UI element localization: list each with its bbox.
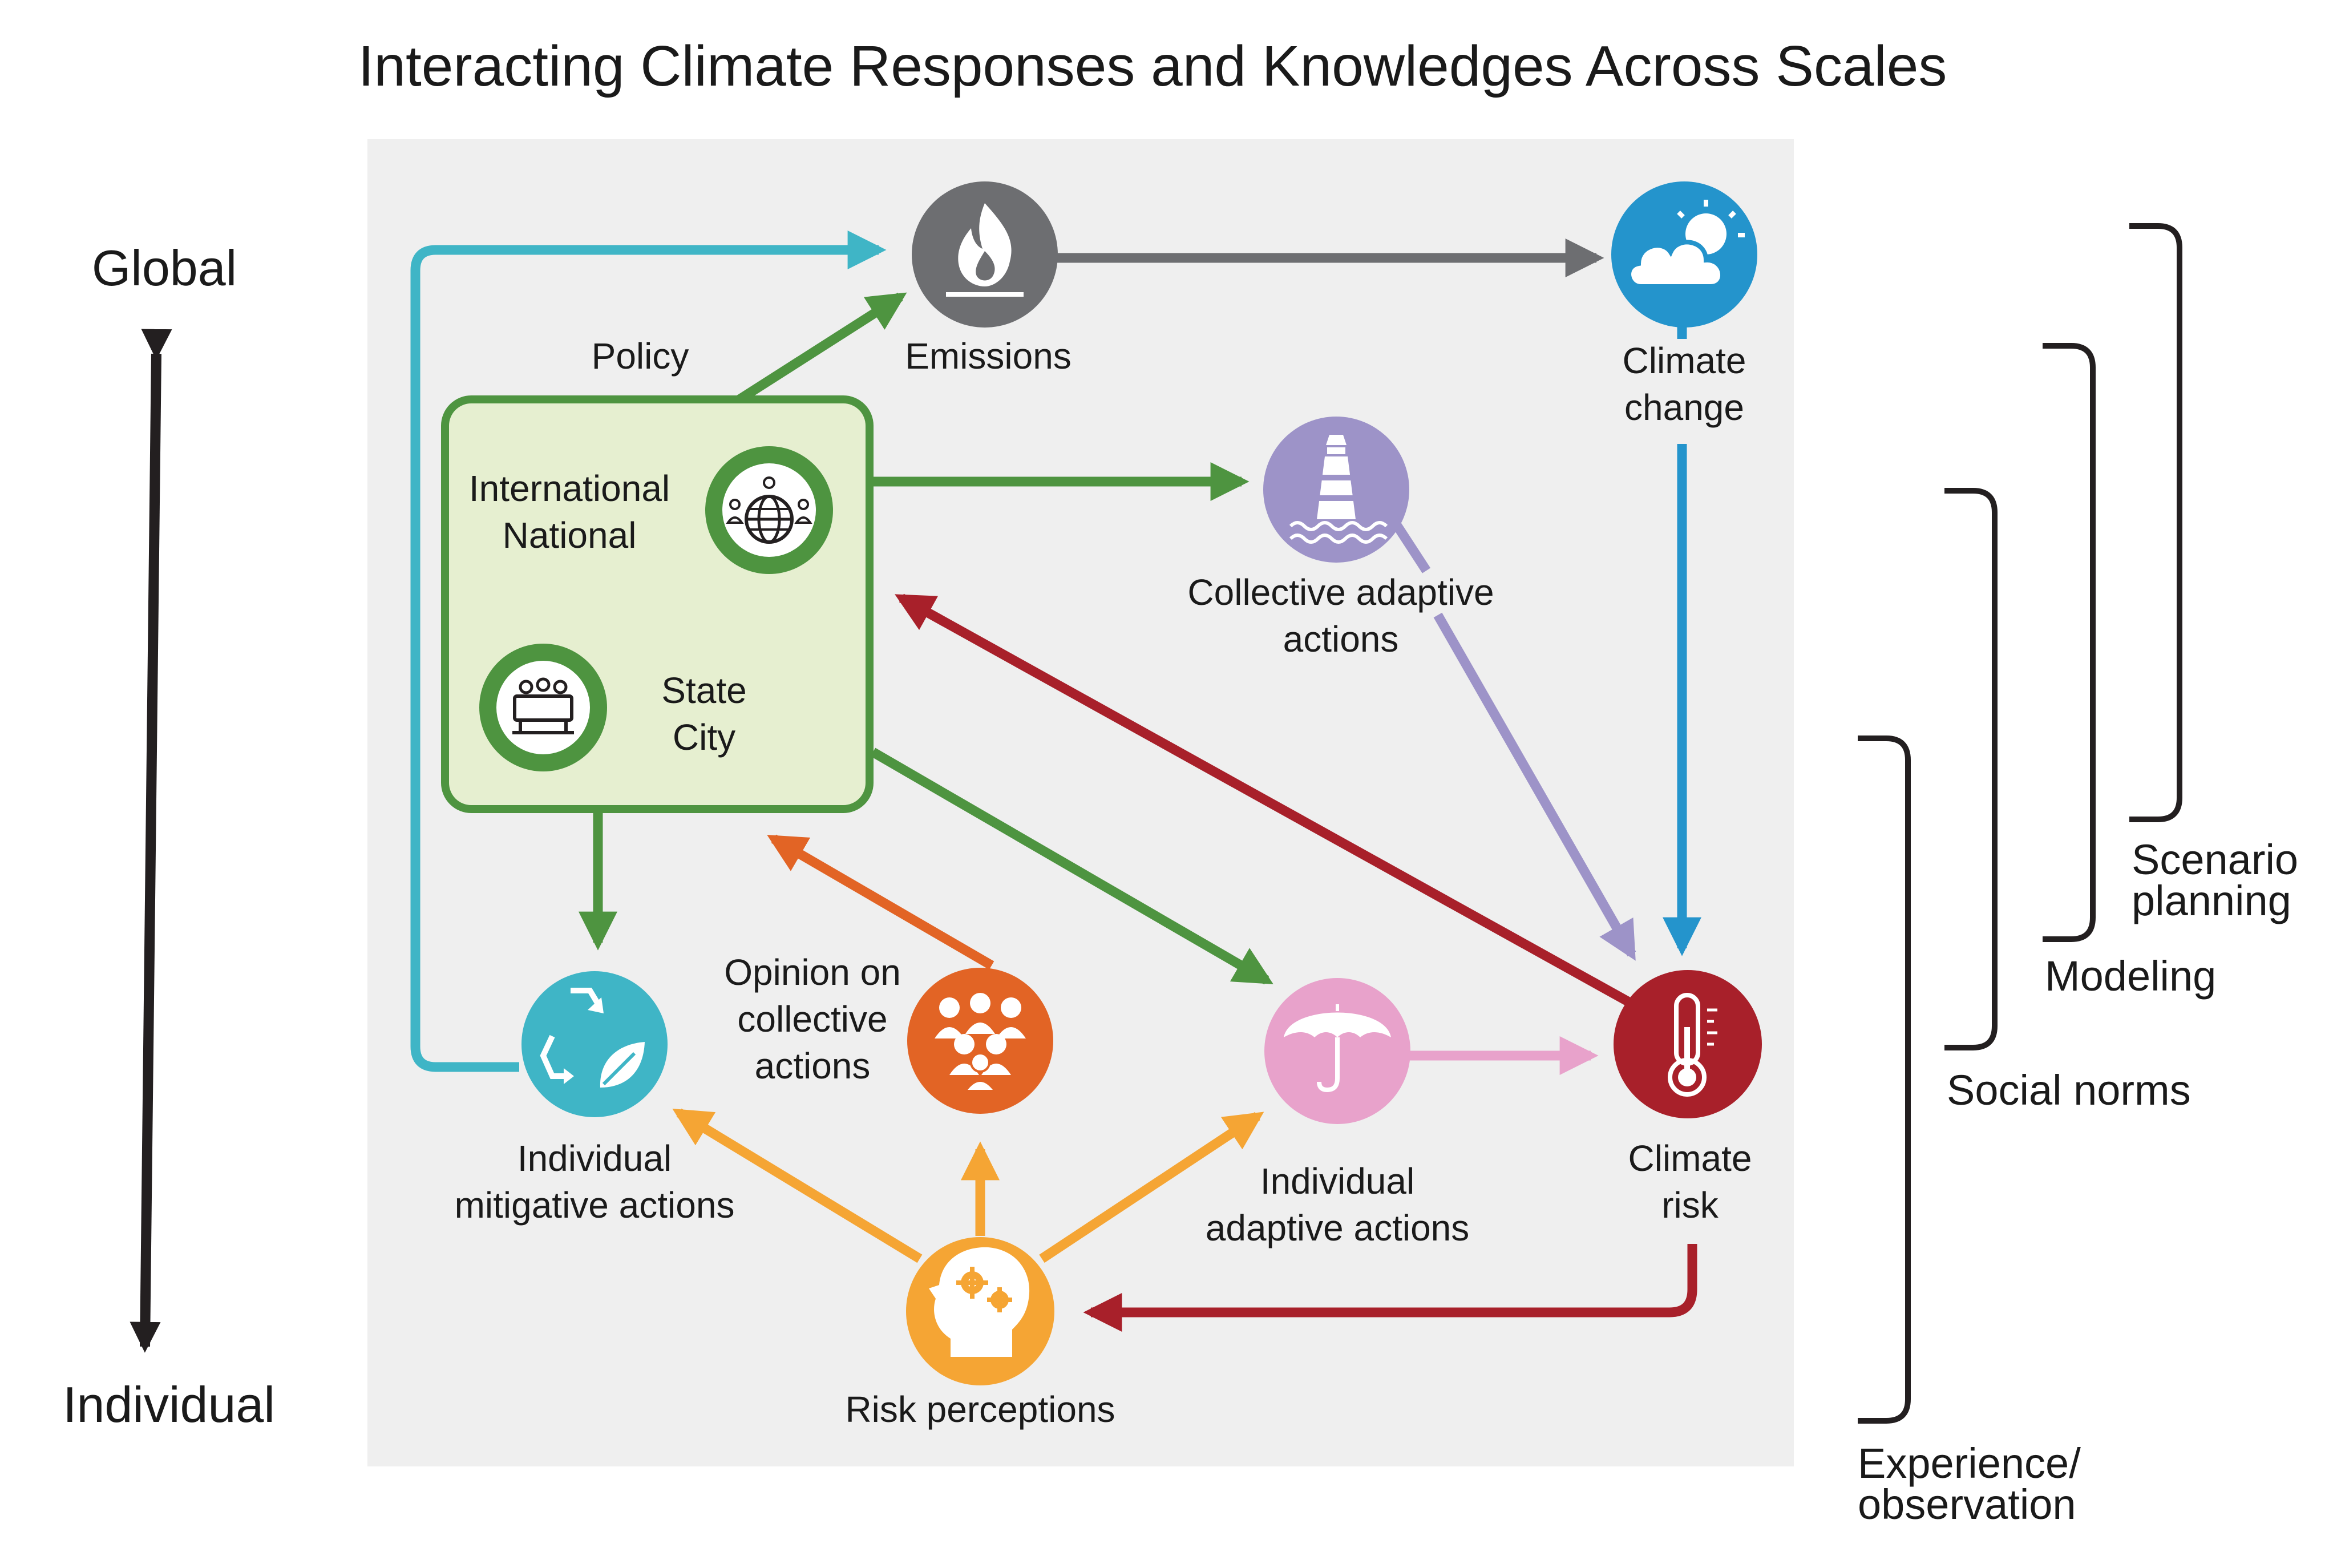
- lighthouse-icon: [1289, 435, 1388, 544]
- bracket-social-norms: [1944, 488, 1998, 1050]
- axis-individual-label: Individual: [63, 1376, 275, 1433]
- collective-adaptive-label-line1: Collective adaptive: [1187, 572, 1494, 613]
- recycle-leaf-icon: [540, 988, 645, 1088]
- individual-adaptive-label-line1: Individual: [1260, 1161, 1414, 1202]
- arrow-policy-to-emissions: [737, 292, 907, 404]
- arrow-collective-to-risk: [1390, 519, 1431, 573]
- risk-perceptions-label: Risk perceptions: [845, 1389, 1115, 1430]
- modeling-label: Modeling: [2045, 952, 2216, 1000]
- individual-mitigative-node: Individual mitigative actions: [455, 971, 735, 1226]
- individual-mitigative-label-line1: Individual: [517, 1138, 672, 1179]
- collective-adaptive-node: Collective adaptive actions: [1187, 417, 1494, 660]
- international-icon: [705, 446, 833, 574]
- policy-group: Policy International National State City: [441, 336, 874, 813]
- arrow-collective-to-risk-main: [1433, 612, 1636, 961]
- opinion-label-line1: Opinion on: [724, 952, 901, 993]
- experience-label-line2: observation: [1858, 1481, 2076, 1528]
- policy-level-national: National: [503, 515, 637, 556]
- meeting-table-icon: [479, 644, 607, 771]
- axis-global-label: Global: [92, 240, 237, 296]
- group-people-icon: [935, 993, 1026, 1092]
- climate-risk-label-line1: Climate: [1628, 1138, 1752, 1179]
- arrow-perceptions-to-adaptive: [1039, 1112, 1264, 1263]
- head-gears-icon: [929, 1247, 1030, 1357]
- umbrella-icon: [1284, 1004, 1391, 1093]
- arrow-risk-to-policy: [895, 593, 1636, 1009]
- flame-icon: [946, 203, 1024, 297]
- knowledge-brackets: [1858, 223, 2182, 1424]
- scenario-planning-label-line1: Scenario: [2132, 836, 2298, 883]
- individual-adaptive-label-line2: adaptive actions: [1206, 1207, 1470, 1248]
- policy-heading: Policy: [592, 336, 689, 377]
- climate-change-label-line1: Climate: [1623, 340, 1746, 381]
- thermometer-icon: [1668, 993, 1717, 1097]
- climate-risk-node: Climate risk: [1614, 970, 1762, 1226]
- arrow-mitigative-to-emissions: [410, 231, 887, 1072]
- experience-label-line1: Experience/: [1858, 1440, 2081, 1487]
- opinion-label-line3: actions: [755, 1045, 871, 1086]
- risk-perceptions-node: Risk perceptions: [845, 1237, 1115, 1430]
- scenario-planning-label-line2: planning: [2132, 877, 2291, 924]
- individual-mitigative-label-line2: mitigative actions: [455, 1185, 735, 1226]
- opinion-label-line2: collective: [737, 999, 887, 1040]
- climate-change-node: Climate change: [1611, 181, 1757, 428]
- arrow-opinion-to-policy: [767, 834, 994, 970]
- bracket-experience: [1858, 735, 1911, 1424]
- climate-change-label-line2: change: [1624, 387, 1744, 428]
- collective-adaptive-label-line2: actions: [1283, 619, 1399, 660]
- social-norms-label: Social norms: [1947, 1066, 2191, 1114]
- diagram-title: Interacting Climate Responses and Knowle…: [358, 34, 1947, 98]
- bracket-modeling: [2043, 343, 2096, 942]
- policy-level-city: City: [673, 717, 735, 758]
- cloud-sun-icon: [1627, 200, 1745, 289]
- climate-risk-label-line2: risk: [1661, 1185, 1719, 1226]
- opinion-node: Opinion on collective actions: [724, 952, 1053, 1114]
- bracket-scenario-planning: [2129, 223, 2182, 822]
- arrow-risk-to-perceptions: [1083, 1244, 1697, 1332]
- emissions-node: Emissions: [905, 181, 1072, 377]
- individual-adaptive-node: Individual adaptive actions: [1206, 978, 1470, 1248]
- emissions-label: Emissions: [905, 336, 1072, 377]
- policy-level-state: State: [661, 670, 746, 711]
- arrow-perceptions-to-mitigative: [672, 1108, 923, 1263]
- arrow-policy-to-adaptive: [870, 747, 1273, 985]
- scale-axis-arrow: [130, 329, 172, 1353]
- policy-level-international: International: [469, 468, 670, 509]
